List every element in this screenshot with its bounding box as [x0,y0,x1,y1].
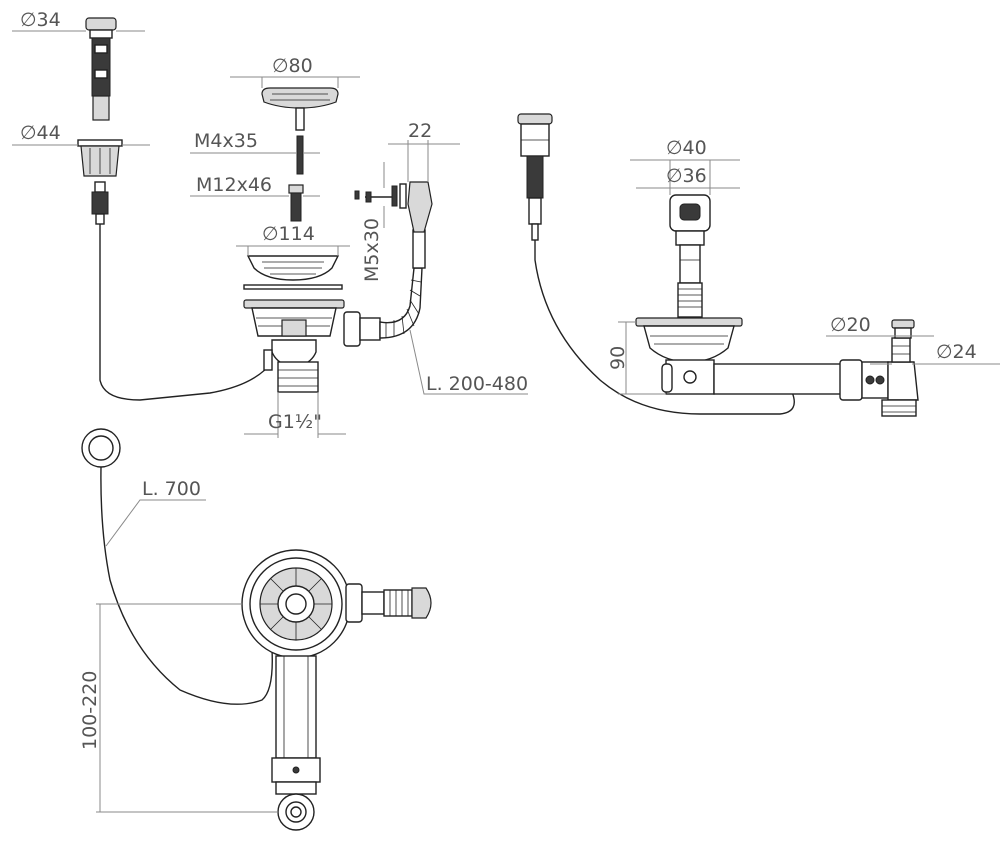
dim-d20-label: ∅20 [830,314,871,336]
remote-knob-part [517,113,553,241]
dim-d80-label: ∅80 [272,55,313,77]
overflow-fixing-part [354,183,407,209]
overflow-outlet-part [669,194,711,318]
dim-d44-label: ∅44 [20,122,61,144]
dim-m5x30-label: M5x30 [361,218,383,282]
dim-d34-label: ∅34 [20,9,61,31]
knob-top-view-part [81,428,121,468]
dim-m4x35-label: M4x35 [194,130,258,152]
dim-l200-480-label: L. 200-480 [426,373,528,395]
dim-l700-label: L. 700 [142,478,201,500]
dim-d36-label: ∅36 [666,165,707,187]
pop-up-knob-part [85,17,117,121]
strainer-basket-part [261,87,339,131]
drain-pipe-top-view-part [271,655,321,831]
dim-d40-label: ∅40 [666,137,707,159]
sink-drain-side-part [635,317,919,417]
control-cable [99,224,273,401]
assembled-side-view: ∅40 ∅36 90 [517,113,1000,417]
dim-22-label: 22 [408,120,432,142]
bolt-m12x46-part [288,184,304,222]
screw-m4x35-part [296,135,304,175]
knob-base-part [77,139,123,225]
exploded-assembly: ∅34 ∅44 ∅80 [12,9,528,438]
dim-100-220-label: 100-220 [79,671,101,750]
top-view: L. 700 [79,428,432,831]
basket-top-view-part [241,549,351,659]
drain-body-part [243,299,381,393]
dim-m12x46-label: M12x46 [196,174,272,196]
dim-90-label: 90 [607,346,629,370]
dim-d114-label: ∅114 [262,223,315,245]
overflow-top-view-part [345,583,432,623]
sink-basket-part [243,255,343,290]
top-view-cable [100,466,273,705]
dim-d24-label: ∅24 [936,341,977,363]
dim-g1half-label: G1½" [268,411,322,433]
outlet-cap-part [891,319,915,339]
overflow-hose-part [379,181,433,339]
